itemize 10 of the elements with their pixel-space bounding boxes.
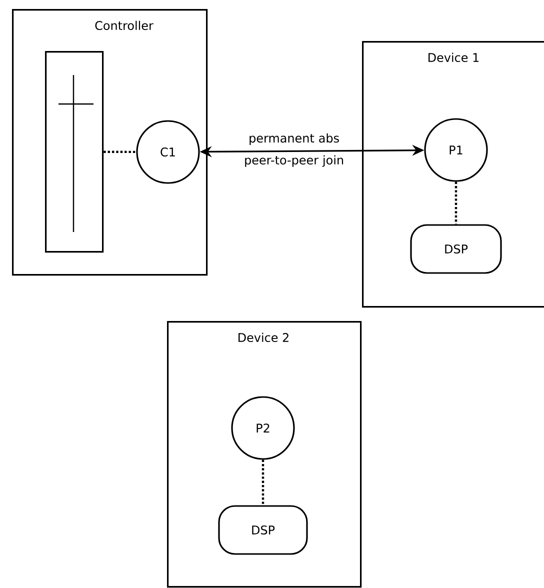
edge-label: permanent abs peer-to-peer join <box>245 133 344 167</box>
fader-drawing <box>45 51 104 253</box>
dsp-box: DSP <box>410 224 502 274</box>
connector <box>262 460 264 506</box>
box-title: Device 1 <box>428 52 479 62</box>
connector <box>454 182 458 224</box>
connector <box>104 150 136 154</box>
box-title: Controller <box>95 20 154 30</box>
box-title: Device 2 <box>238 332 288 342</box>
dsp-box: DSP <box>218 505 308 555</box>
